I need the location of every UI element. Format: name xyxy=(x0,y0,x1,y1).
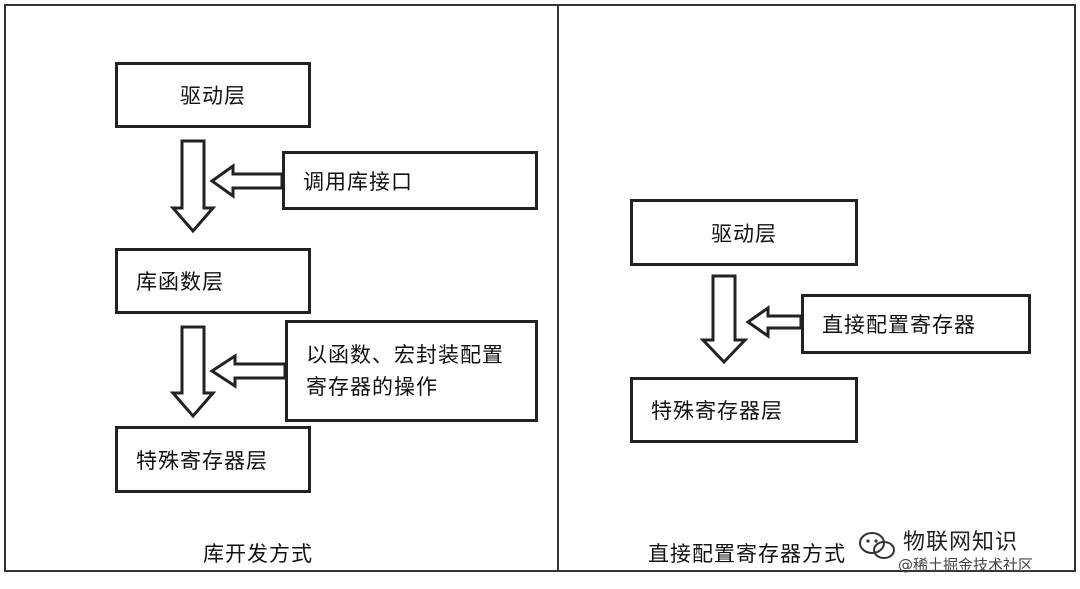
right-special-reg-layer-label: 特殊寄存器层 xyxy=(651,399,783,423)
left-wrap-note-line2: 寄存器的操作 xyxy=(306,375,438,399)
left-side-arrow-2 xyxy=(209,353,287,389)
left-caption: 库开发方式 xyxy=(203,542,313,566)
right-special-reg-layer-box: 特殊寄存器层 xyxy=(630,377,858,443)
left-call-api-note-label: 调用库接口 xyxy=(303,169,413,194)
right-direct-note-label: 直接配置寄存器 xyxy=(822,313,976,337)
left-special-reg-layer-box: 特殊寄存器层 xyxy=(115,426,311,493)
left-side-arrow-1 xyxy=(209,163,284,199)
left-driver-layer-label: 驱动层 xyxy=(180,84,246,108)
diagram-frame xyxy=(4,4,1076,572)
left-call-api-note-box: 调用库接口 xyxy=(282,151,538,210)
watermark-sub: @稀土掘金技术社区 xyxy=(898,556,1034,574)
wechat-icon xyxy=(859,532,895,559)
right-side-arrow xyxy=(745,305,803,339)
left-lib-layer-box: 库函数层 xyxy=(115,248,311,314)
left-down-arrow-1 xyxy=(169,139,217,234)
right-caption: 直接配置寄存器方式 xyxy=(648,542,846,566)
right-direct-note-box: 直接配置寄存器 xyxy=(801,294,1031,354)
left-special-reg-layer-label: 特殊寄存器层 xyxy=(136,448,268,473)
right-driver-layer-label: 驱动层 xyxy=(711,221,777,246)
left-driver-layer-box: 驱动层 xyxy=(115,62,311,128)
left-lib-layer-label: 库函数层 xyxy=(136,270,224,294)
watermark-name: 物联网知识 xyxy=(903,530,1019,555)
left-wrap-note-line1: 以函数、宏封装配置 xyxy=(306,343,504,367)
left-wrap-note-box: 以函数、宏封装配置 寄存器的操作 xyxy=(285,320,538,422)
watermark: 物联网知识 @稀土掘金技术社区 xyxy=(858,524,1073,574)
right-driver-layer-box: 驱动层 xyxy=(630,199,858,266)
panel-divider xyxy=(557,4,559,570)
right-down-arrow xyxy=(699,274,749,365)
left-down-arrow-2 xyxy=(169,325,217,419)
